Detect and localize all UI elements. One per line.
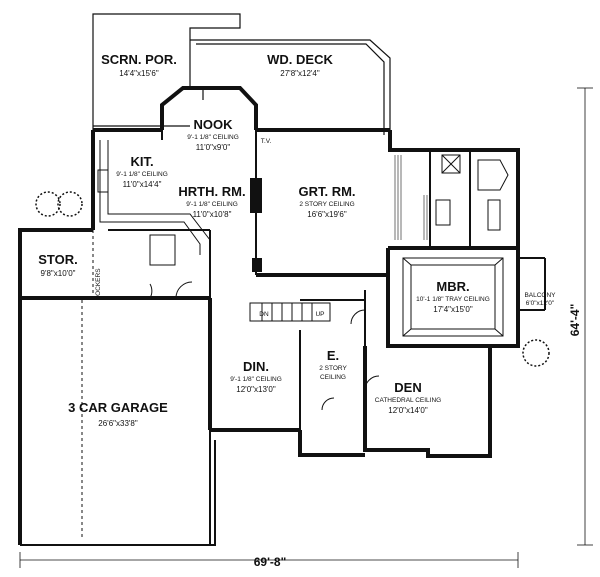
overall-depth: 64'-4" xyxy=(568,304,582,337)
tv-label: T.V. xyxy=(261,138,272,145)
stor-dims: 9'8"x10'0" xyxy=(41,269,76,278)
lockers-label: LOCKERS xyxy=(95,268,102,300)
landscape-trees xyxy=(35,191,550,367)
den-name: DEN xyxy=(394,380,421,395)
wd-deck-name: WD. DECK xyxy=(267,52,333,67)
hrth-rm-name: HRTH. RM. xyxy=(178,184,245,199)
mbr-dims: 17'4"x15'0" xyxy=(433,305,473,314)
grt-rm-dims: 16'6"x19'6" xyxy=(307,210,347,219)
balcony-name: BALCONY xyxy=(524,292,556,299)
kitchen-counters xyxy=(97,140,211,266)
mbr-name: MBR. xyxy=(436,279,469,294)
kit-ceiling: 9'-1 1/8" CEILING xyxy=(116,171,168,178)
garage-walls xyxy=(20,430,216,546)
balcony-dims: 6'0"x12'0" xyxy=(526,300,555,307)
entry-ceiling-1: 2 STORY xyxy=(319,365,347,372)
entry-name: E. xyxy=(327,348,339,363)
scrn-por-name: SCRN. POR. xyxy=(101,52,177,67)
closet-shelves xyxy=(394,155,428,240)
tray-ceiling xyxy=(402,257,504,337)
wd-deck-dims: 27'8"x12'4" xyxy=(280,69,320,78)
entry-ceiling-2: CEILING xyxy=(320,374,346,381)
dimension-lines xyxy=(19,87,593,568)
mbr-ceiling: 10'-1 1/8" TRAY CEILING xyxy=(416,296,490,303)
hrth-rm-dims: 11'0"x10'8" xyxy=(193,210,232,219)
din-name: DIN. xyxy=(243,359,269,374)
din-dims: 12'0"x13'0" xyxy=(236,385,276,394)
nook-name: NOOK xyxy=(194,117,234,132)
kit-dims: 11'0"x14'4" xyxy=(123,180,162,189)
grt-rm-name: GRT. RM. xyxy=(298,184,355,199)
garage-dims: 26'6"x33'8" xyxy=(98,419,138,428)
overall-width: 69'-8" xyxy=(254,555,287,569)
nook-ceiling: 9'-1 1/8" CEILING xyxy=(187,134,239,141)
den-ceiling: CATHEDRAL CEILING xyxy=(375,397,441,404)
master-bath-fixtures xyxy=(435,154,509,231)
din-ceiling: 9'-1 1/8" CEILING xyxy=(230,376,282,383)
garage-name: 3 CAR GARAGE xyxy=(68,400,168,415)
grt-rm-ceiling: 2 STORY CEILING xyxy=(299,201,354,208)
fireplace xyxy=(250,178,262,272)
garage-doors xyxy=(81,230,94,540)
nook-dims: 11'0"x9'0" xyxy=(196,143,231,152)
interior-walls xyxy=(108,130,546,430)
stair-dn-label: DN xyxy=(259,311,269,318)
hrth-rm-ceiling: 9'-1 1/8" CEILING xyxy=(186,201,238,208)
kit-name: KIT. xyxy=(130,154,153,169)
screen-porch-outline xyxy=(92,13,241,130)
exterior-walls xyxy=(18,86,520,545)
stor-name: STOR. xyxy=(38,252,78,267)
stair xyxy=(249,302,331,322)
door-swings xyxy=(149,281,380,411)
stair-up-label: UP xyxy=(315,311,324,318)
scrn-por-dims: 14'4"x15'6" xyxy=(119,69,159,78)
den-dims: 12'0"x14'0" xyxy=(388,406,428,415)
